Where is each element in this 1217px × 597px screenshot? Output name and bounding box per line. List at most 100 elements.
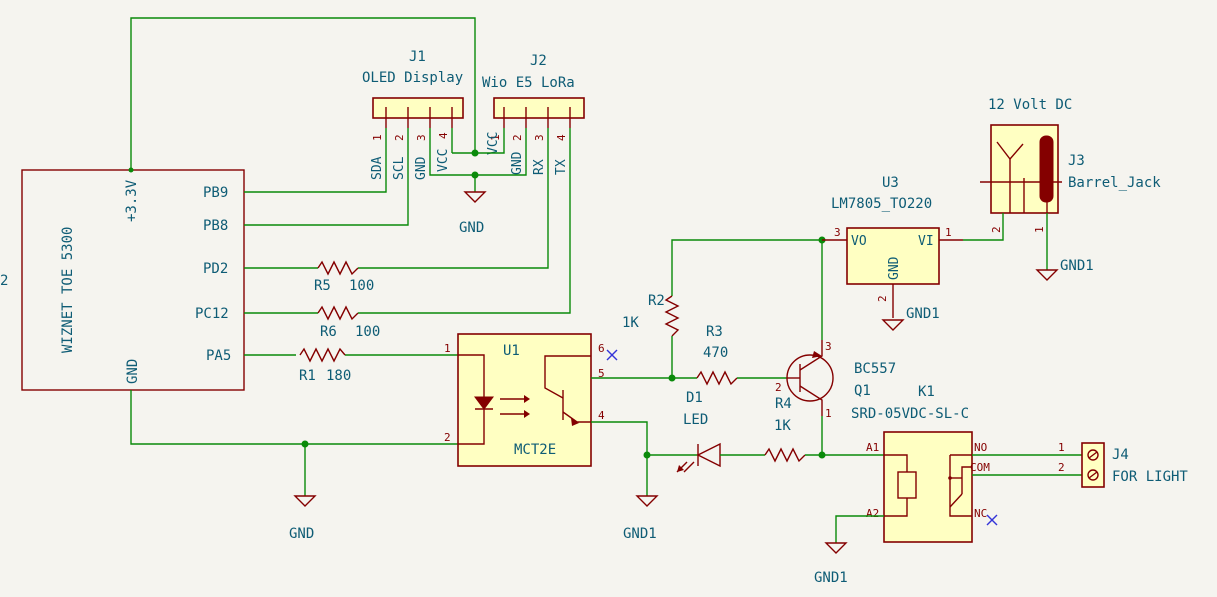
r4-value: 1K (774, 418, 791, 434)
j2-pin-rx: RX (532, 159, 547, 175)
j2-pin-tx: TX (554, 159, 569, 175)
mcu-pin-pb8: PB8 (203, 218, 228, 234)
mcu-pin-pa5: PA5 (206, 348, 231, 364)
r4-ref: R4 (775, 396, 792, 412)
q1-pin-number-1: 1 (825, 407, 832, 420)
mcu-wiznet-toe-5300[interactable]: WIZNET TOE 5300 +3.3V GND 2 PB9 PB8 PD2 … (0, 169, 245, 391)
j4-ref: J4 (1112, 447, 1129, 463)
gnd-symbol-top: GND (459, 191, 487, 236)
u1-pin-number-1: 1 (444, 342, 451, 355)
u1-pin6-no-connect (606, 349, 618, 361)
j2-lora-connector[interactable]: J2 Wio E5 LoRa 1 2 3 4 VCC GND RX TX (482, 53, 585, 175)
j1-pin-number-2: 2 (393, 134, 406, 141)
mcu-pin-pd2: PD2 (203, 261, 228, 277)
led-d1[interactable]: D1 LED (647, 390, 765, 473)
q1-pin-number-3: 3 (825, 340, 832, 353)
u3-ref: U3 (882, 175, 899, 191)
terminal-j4[interactable]: 1 2 J4 FOR LIGHT (1058, 441, 1188, 488)
k1-a2-label: A2 (866, 507, 879, 520)
k1-com-label: COM (970, 461, 990, 474)
j3-value: Barrel_Jack (1068, 175, 1161, 191)
mcu-pin-pc12: PC12 (195, 306, 229, 322)
mcu-power-pin-label: +3.3V (124, 179, 140, 222)
q1-pin-number-2: 2 (775, 381, 782, 394)
gnd-symbol-k1: GND1 (814, 542, 848, 586)
j2-ref: J2 (530, 53, 547, 69)
wires-j3 (963, 213, 1048, 270)
regulator-u3-lm7805[interactable]: U3 LM7805_TO220 VO VI GND 3 1 2 (822, 175, 963, 318)
mcu-gnd-pin-label: GND (125, 359, 141, 384)
transistor-q1-bc557[interactable]: 2 3 1 BC557 Q1 (775, 340, 896, 420)
r5-value: 100 (349, 278, 374, 294)
gnd1-label-j3: GND1 (1060, 258, 1094, 274)
r5-ref: R5 (314, 278, 331, 294)
j2-pin-number-3: 3 (533, 134, 546, 141)
u3-pin-number-1: 1 (945, 226, 952, 239)
u1-optocoupler-mct2e[interactable]: U1 MCT2E 1 2 4 5 6 (444, 333, 605, 467)
resistor-r5[interactable]: R5 100 (314, 260, 374, 294)
mcu-left-ref: 2 (0, 273, 8, 289)
relay-k1[interactable]: K1 SRD-05VDC-SL-C A1 A2 NO COM NC (851, 384, 990, 543)
k1-a1-label: A1 (866, 441, 879, 454)
u3-vo-label: VO (851, 234, 867, 249)
j2-pin-vcc: VCC (486, 132, 501, 155)
j4-value: FOR LIGHT (1112, 469, 1188, 485)
j1-ref: J1 (409, 49, 426, 65)
r6-ref: R6 (320, 324, 337, 340)
j1-oled-connector[interactable]: J1 OLED Display 1 2 3 4 SDA SCL GND VCC (362, 49, 464, 180)
j2-pin-number-2: 2 (511, 134, 524, 141)
u1-pin-number-6: 6 (598, 342, 605, 355)
gnd-label-mcu: GND (289, 526, 314, 542)
u1-value: MCT2E (514, 442, 556, 458)
gnd1-label-k1: GND1 (814, 570, 848, 586)
gnd-symbol-u1: GND1 (623, 495, 659, 542)
j1-pin-number-1: 1 (371, 134, 384, 141)
gnd-symbol-u3: GND1 (881, 306, 940, 331)
r2-ref: R2 (648, 293, 665, 309)
k1-nc-label: NC (974, 507, 987, 520)
j3-pin-number-2: 2 (990, 226, 1003, 233)
k1-no-label: NO (974, 441, 987, 454)
j3-label: 12 Volt DC (988, 97, 1072, 113)
u1-ref: U1 (503, 343, 520, 359)
gnd1-label-u1: GND1 (623, 526, 657, 542)
gnd-symbol-j3: GND1 (1035, 258, 1094, 281)
resistor-r6[interactable]: R6 100 (317, 305, 380, 340)
resistor-r1[interactable]: R1 180 (299, 347, 351, 384)
r1-value: 180 (326, 368, 351, 384)
j2-value: Wio E5 LoRa (482, 75, 575, 91)
q1-value: BC557 (854, 361, 896, 377)
u1-pin-number-5: 5 (598, 367, 605, 380)
j1-pin-sda: SDA (370, 156, 385, 180)
wires-u1-out (591, 374, 697, 496)
k1-nc-no-connect (986, 514, 998, 526)
u3-pin-number-3: 3 (834, 226, 841, 239)
k1-ref: K1 (918, 384, 935, 400)
j3-ref: J3 (1068, 153, 1085, 169)
d1-ref: D1 (686, 390, 703, 406)
resistor-r4[interactable]: R4 1K (764, 396, 885, 463)
resistor-r2[interactable]: R2 1K (622, 239, 822, 378)
k1-value: SRD-05VDC-SL-C (851, 406, 969, 422)
wires-k1 (835, 454, 1082, 543)
r1-ref: R1 (299, 368, 316, 384)
gnd-symbol-mcu: GND (289, 495, 317, 542)
j4-pin-number-2: 2 (1058, 461, 1065, 474)
q1-ref: Q1 (854, 383, 871, 399)
barrel-jack-j3[interactable]: 12 Volt DC J3 Barrel_Jack 2 1 (980, 97, 1161, 233)
j2-pin-number-4: 4 (555, 134, 568, 141)
r6-value: 100 (355, 324, 380, 340)
j1-pin-scl: SCL (392, 156, 407, 180)
j2-pin-gnd: GND (510, 151, 525, 175)
u3-gnd-label: GND (887, 256, 902, 280)
gnd1-label-u3: GND1 (906, 306, 940, 322)
j1-value: OLED Display (362, 70, 463, 86)
resistor-r3[interactable]: R3 470 (696, 324, 787, 386)
mcu-name: WIZNET TOE 5300 (60, 227, 76, 353)
wires-top (128, 17, 571, 496)
u3-pin-number-2: 2 (876, 295, 889, 302)
j1-pin-vcc: VCC (436, 149, 451, 172)
r3-ref: R3 (706, 324, 723, 340)
u1-pin-number-2: 2 (444, 431, 451, 444)
